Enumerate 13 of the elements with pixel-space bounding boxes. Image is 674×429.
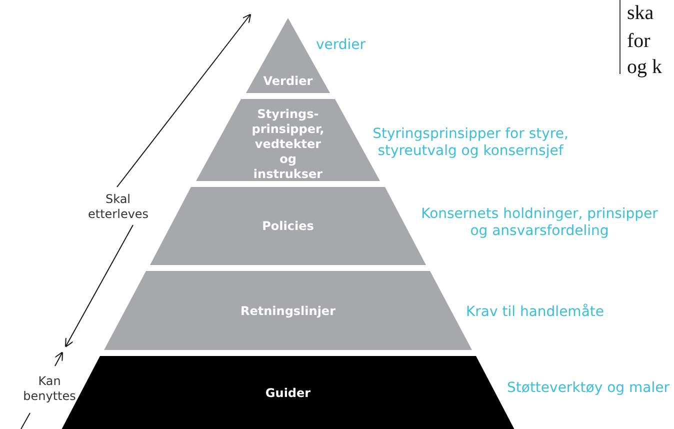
tier-label: Policies <box>261 219 315 234</box>
tier-description: Krav til handlemåte <box>466 304 604 321</box>
cropped-text: og k <box>627 57 662 77</box>
arrow-label: Skal etterleves <box>88 192 148 222</box>
cropped-text: for <box>627 31 650 51</box>
cropped-text: ska <box>627 3 654 23</box>
tier-description: Konsernets holdninger, prinsipper og ansvarsfordeling <box>420 206 659 240</box>
arrow-label: Kan benyttes <box>22 374 77 404</box>
tier-label: Verdier <box>262 74 314 89</box>
tier-description: Støtteverktøy og maler <box>507 380 670 397</box>
tier-description: verdier <box>316 37 366 54</box>
tier-description: Styringsprinsipper for styre, styreutvalg og konsernsjef <box>372 126 570 160</box>
tier-label: Styrings- prinsipper, vedtekter og instrukser <box>251 107 325 182</box>
